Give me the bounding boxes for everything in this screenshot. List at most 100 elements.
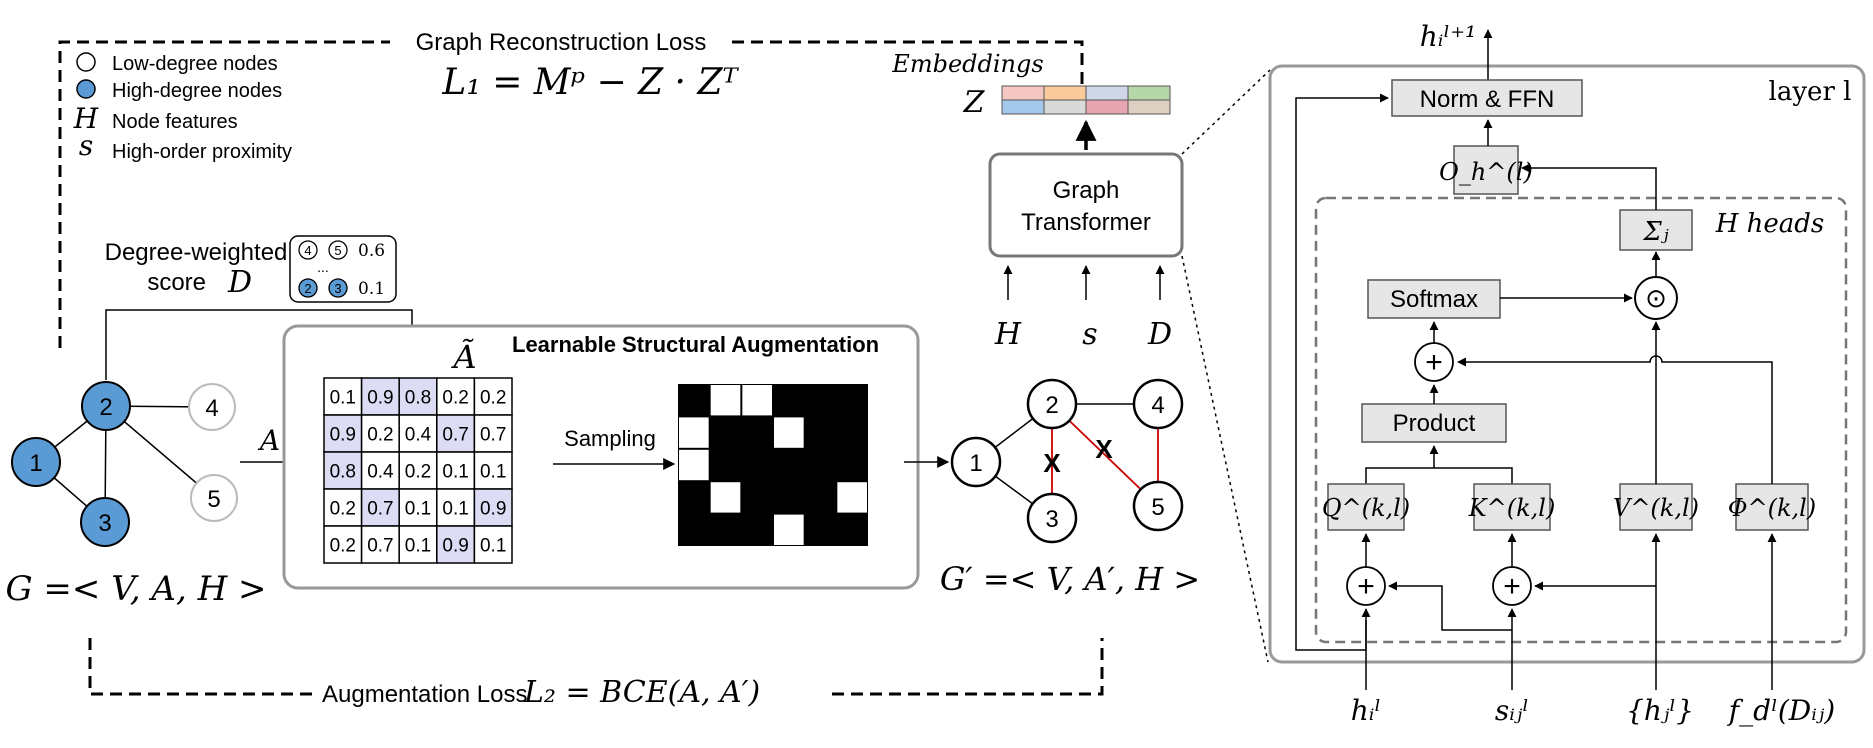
matrix-cell-value: 0.1 xyxy=(480,536,506,557)
layer-title: layer l xyxy=(1769,77,1852,107)
layer-box xyxy=(1268,64,1866,664)
sampled-edge-cell xyxy=(742,385,772,416)
g-node-4-label: 4 xyxy=(205,395,218,422)
degree-pair1-b: 5 xyxy=(334,243,341,258)
matrix-cell-value: 0.2 xyxy=(442,388,468,409)
embeddings: Embeddings Z xyxy=(891,50,1171,120)
sigma-label: Σⱼ xyxy=(1642,217,1668,247)
graph-g-prime-label: G′ =< V, A′, H > xyxy=(940,560,1200,598)
embedding-matrix xyxy=(1001,85,1171,115)
o-h-label: O_h^(l) xyxy=(1439,158,1533,186)
matrix-cell xyxy=(473,377,513,416)
embeddings-z: Z xyxy=(963,85,986,120)
matrix-cell xyxy=(323,414,363,453)
graph-g-prime: 1 2 3 4 5 X X G′ =< V, A′, H > xyxy=(940,378,1200,598)
degree-pair1-val: 0.6 xyxy=(358,241,385,261)
a-label: A xyxy=(257,424,280,457)
aug-loss-formula: L₂ = BCE(A, A′) xyxy=(523,675,760,710)
degree-dots: ... xyxy=(317,259,329,275)
sampled-edge-cell xyxy=(837,482,867,513)
sampled-edge-cell xyxy=(774,417,804,448)
sampled-edge-cell xyxy=(774,514,804,545)
sampled-edge-cell xyxy=(710,482,741,513)
s-to-qadd-arrow xyxy=(1388,581,1513,690)
matrix-cell-value: 0.1 xyxy=(330,388,356,409)
softmax-label: Softmax xyxy=(1390,286,1478,313)
g-node-3 xyxy=(80,497,130,547)
g-node-4 xyxy=(188,383,236,431)
matrix-cell-value: 0.2 xyxy=(480,388,506,409)
matrix-cell-value: 0.1 xyxy=(405,536,431,557)
matrix-cell-value: 0.7 xyxy=(367,499,393,520)
sampling-label: Sampling xyxy=(564,426,656,451)
sampled-matrix-background xyxy=(678,384,868,546)
degree-pair2-val: 0.1 xyxy=(358,279,385,299)
graph-transformer-line1: Graph xyxy=(1053,177,1120,204)
legend-low-degree: Low-degree nodes xyxy=(112,53,278,75)
degree-pair2-a: 2 xyxy=(304,281,311,296)
q-label: Q^(k,l) xyxy=(1322,494,1410,522)
degree-pair1-a: 4 xyxy=(304,243,311,258)
zoom-line-bottom xyxy=(1181,255,1269,663)
input-f-label: f_dˡ(Dᵢⱼ) xyxy=(1727,694,1835,727)
matrix-cell-value: 0.7 xyxy=(480,425,506,446)
graph-transformer: Graph Transformer xyxy=(988,152,1184,258)
graph-recon-loss-bracket: Graph Reconstruction Loss L₁ = Mᵖ − Z · … xyxy=(58,29,1084,348)
zoom-line-top xyxy=(1181,69,1271,155)
embeddings-title: Embeddings xyxy=(891,50,1043,78)
k-box xyxy=(1473,483,1551,531)
matrix-cell xyxy=(398,525,438,564)
legend-s-text: High-order proximity xyxy=(112,141,292,163)
matrix-cell xyxy=(323,377,363,416)
cross-mark-1: X xyxy=(1043,448,1061,478)
qk-to-product xyxy=(1365,446,1513,484)
graph-recon-loss-formula: L₁ = Mᵖ − Z · Zᵀ xyxy=(441,62,739,103)
g-node-1-label: 1 xyxy=(29,450,42,477)
matrix-cell-value: 0.4 xyxy=(367,462,394,483)
input-hj-label: {hⱼˡ} xyxy=(1626,694,1694,727)
matrix-cell-value: 0.9 xyxy=(367,388,393,409)
matrix-cell-value: 0.9 xyxy=(442,536,468,557)
sigma-to-o-arrow xyxy=(1521,163,1657,210)
input-sij-label: sᵢⱼˡ xyxy=(1495,694,1529,727)
norm-ffn-box xyxy=(1391,79,1583,117)
graph-g: 1 2 3 4 5 G =< V, A, H > xyxy=(5,381,267,609)
graph-transformer-box xyxy=(988,152,1184,258)
softmax-box xyxy=(1367,279,1501,319)
phi-label: Φ^(k,l) xyxy=(1728,494,1816,522)
matrix-cell-value: 0.8 xyxy=(405,388,431,409)
matrix-cell xyxy=(436,377,476,416)
g-node-2 xyxy=(81,381,131,431)
degree-score-line2: score xyxy=(147,269,206,296)
layer-output: hᵢˡ⁺¹ xyxy=(1420,20,1476,53)
graph-transformer-line2: Transformer xyxy=(1021,209,1151,236)
legend-h-text: Node features xyxy=(112,111,238,133)
k-label: K^(k,l) xyxy=(1468,494,1556,522)
matrix-cell-value: 0.2 xyxy=(367,425,393,446)
elementwise-product-symbol: ⊙ xyxy=(1645,283,1667,313)
matrix-cell xyxy=(473,525,513,564)
legend-s-symbol: s xyxy=(79,129,93,162)
matrix-cell-value: 0.1 xyxy=(480,462,506,483)
matrix-cell-value: 0.7 xyxy=(442,425,468,446)
phi-to-plus-arrow xyxy=(1457,355,1773,484)
gp-node-4-label: 4 xyxy=(1151,392,1164,419)
aug-loss-text: Augmentation Loss xyxy=(322,681,527,708)
transformer-layer-detail: layer l H heads hᵢˡ⁺¹ Norm & FFN O_h^(l)… xyxy=(1268,20,1866,727)
g-node-1 xyxy=(11,437,61,487)
q-add-symbol: + xyxy=(1357,570,1375,603)
transformer-input-s: s xyxy=(1082,317,1097,352)
matrix-cell-value: 0.1 xyxy=(442,462,468,483)
degree-score-line1: Degree-weighted xyxy=(105,239,288,266)
gp-node-5-label: 5 xyxy=(1151,494,1164,521)
matrix-cell-value: 0.4 xyxy=(405,425,432,446)
matrix-cell-value: 0.9 xyxy=(480,499,506,520)
sigma-box xyxy=(1619,209,1693,251)
product-label: Product xyxy=(1393,410,1476,437)
g-node-3-label: 3 xyxy=(98,510,111,537)
gp-node-2-label: 2 xyxy=(1045,392,1058,419)
legend-high-degree: High-degree nodes xyxy=(112,80,282,102)
g-node-2-label: 2 xyxy=(99,394,112,421)
g-node-5 xyxy=(190,474,238,522)
